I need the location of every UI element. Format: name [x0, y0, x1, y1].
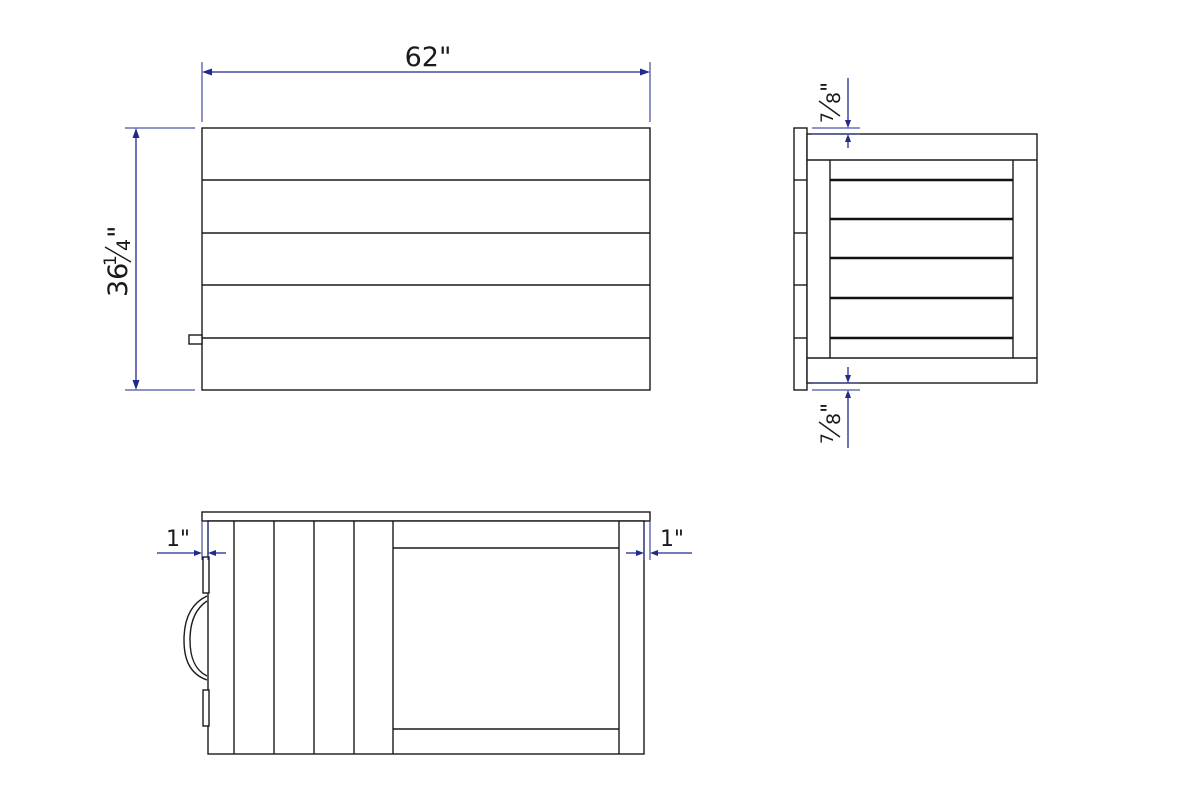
- top-gap-denominator: 8: [823, 92, 845, 104]
- height-label-numerator: 1: [101, 255, 121, 266]
- handle-grip-inner: [189, 600, 208, 677]
- height-label-whole: 36: [103, 263, 134, 297]
- width-label: 62": [405, 42, 452, 73]
- arrowhead: [845, 390, 851, 398]
- handle: [183, 556, 210, 727]
- right-overhang-label: 1": [660, 527, 684, 552]
- left-overhang-dimension: 1": [157, 522, 226, 560]
- bottom-gap-label: 7 8 ": [818, 403, 845, 444]
- arrowhead: [845, 134, 851, 142]
- height-label-inch: ": [103, 226, 134, 238]
- bottom-gap-inch: ": [818, 403, 843, 413]
- front-view-lid: [201, 511, 651, 522]
- top-view-outline: [201, 127, 651, 391]
- bottom-gap-numerator: 7: [818, 433, 838, 444]
- handle-bracket: [202, 689, 210, 727]
- left-overhang-label: 1": [166, 527, 190, 552]
- handle-bracket: [202, 556, 210, 594]
- arrowhead: [132, 128, 140, 138]
- fraction-bar: [104, 246, 132, 263]
- arrowhead: [636, 550, 644, 556]
- bottom-gap-denominator: 8: [823, 413, 845, 425]
- front-view-body: [207, 520, 645, 755]
- bottom-gap-dimension: 7 8 ": [812, 367, 860, 448]
- handle-grip: [183, 595, 208, 681]
- top-gap-label: 7 8 ": [818, 82, 845, 123]
- arrowhead: [202, 68, 212, 76]
- side-view-back-edge: [793, 127, 808, 391]
- fraction-bar: [818, 421, 841, 438]
- right-overhang-dimension: 1": [626, 522, 692, 560]
- hinge-pin: [188, 334, 203, 345]
- arrowhead: [194, 550, 202, 556]
- top-gap-dimension: 7 8 ": [812, 78, 860, 148]
- width-dimension: 62": [201, 42, 651, 122]
- front-view: 1" 1": [157, 511, 692, 755]
- arrowhead: [845, 120, 851, 128]
- fraction-bar: [818, 100, 841, 117]
- top-view: 62" 36 1 4 ": [101, 42, 651, 391]
- height-dimension: 36 1 4 ": [101, 127, 195, 391]
- arrowhead: [132, 380, 140, 390]
- top-gap-numerator: 7: [818, 112, 838, 123]
- arrowhead: [845, 375, 851, 383]
- side-view: 7 8 " 7 8 ": [793, 78, 1038, 448]
- height-label-denominator: 4: [113, 239, 135, 251]
- arrowhead: [208, 550, 216, 556]
- arrowhead: [650, 550, 658, 556]
- top-gap-inch: ": [818, 82, 843, 92]
- height-label: 36 1 4 ": [101, 226, 135, 297]
- arrowhead: [640, 68, 650, 76]
